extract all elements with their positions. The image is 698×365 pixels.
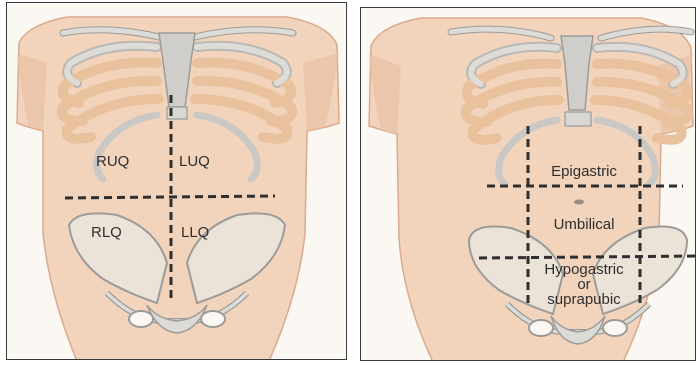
- label-epigastric: Epigastric: [551, 164, 617, 179]
- xiphoid: [565, 112, 591, 126]
- umbilicus: [574, 200, 584, 205]
- label-llq: LLQ: [181, 225, 209, 240]
- label-hypogastric-line2: or: [544, 277, 623, 292]
- label-luq: LUQ: [179, 154, 210, 169]
- region-lower-horizontal-line: [479, 256, 696, 258]
- label-ruq: RUQ: [96, 154, 129, 169]
- regions-diagram: Epigastric Umbilical Hypogastric or supr…: [360, 7, 696, 361]
- label-hypogastric-line3: suprapubic: [544, 292, 623, 307]
- label-rlq: RLQ: [91, 225, 122, 240]
- torso-illustration-regions: [361, 8, 696, 361]
- obturator-left: [603, 320, 627, 336]
- obturator-right: [129, 311, 153, 327]
- label-umbilical: Umbilical: [554, 217, 615, 232]
- obturator-left: [201, 311, 225, 327]
- obturator-right: [529, 320, 553, 336]
- torso-illustration-quadrants: [7, 3, 347, 360]
- label-hypogastric: Hypogastric or suprapubic: [544, 262, 623, 307]
- quadrants-diagram: RUQ LUQ RLQ LLQ: [6, 2, 347, 360]
- label-hypogastric-line1: Hypogastric: [544, 262, 623, 277]
